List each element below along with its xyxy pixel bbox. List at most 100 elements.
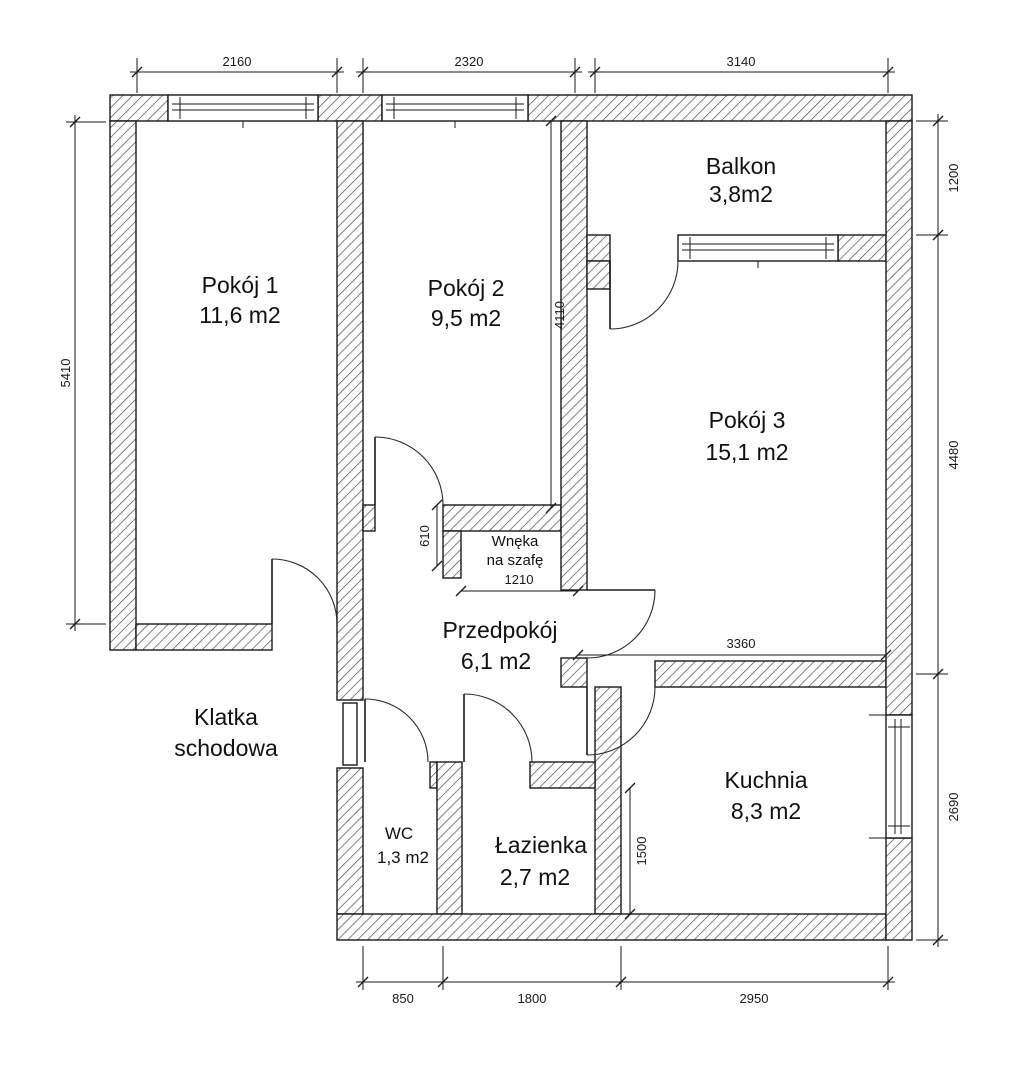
wall-segment xyxy=(109,120,137,651)
wall-segment xyxy=(336,120,364,701)
dim-tick xyxy=(880,649,892,661)
room-label-kuchnia: Kuchnia xyxy=(724,767,807,793)
dimension-wneka-width: 1210 xyxy=(455,572,584,597)
window-frame xyxy=(167,94,319,122)
dimension-label: 1800 xyxy=(518,991,547,1006)
dim-tick xyxy=(431,499,443,511)
wall-segment xyxy=(442,530,462,579)
room-label-wc: WC xyxy=(385,824,413,843)
room-label-pokoj1: Pokój 1 xyxy=(202,272,279,298)
room-area-pokoj3: 15,1 m2 xyxy=(705,439,788,465)
wall-segment xyxy=(594,686,622,915)
window-frame xyxy=(381,94,529,122)
dim-tick xyxy=(572,649,584,661)
dimension-bottom-lazienka: 1800 xyxy=(443,946,628,1006)
entry-door-leaf xyxy=(342,702,358,766)
dimension-right-balkon: 1200 xyxy=(916,114,961,242)
wall-segment xyxy=(527,94,913,122)
walls xyxy=(109,94,913,941)
window-frame xyxy=(677,234,839,262)
door-wc xyxy=(364,698,429,763)
dim-tick xyxy=(545,115,557,127)
room-label-wneka-line1: Wnęka xyxy=(492,533,539,550)
dim-tick xyxy=(589,66,601,78)
wall-segment xyxy=(560,657,588,688)
wall-segment xyxy=(560,120,588,591)
dimension-kuchnia-wall: 3360 xyxy=(572,636,892,661)
dim-tick xyxy=(431,560,443,572)
dimension-label: 1200 xyxy=(946,164,961,193)
room-label-przedpokoj: Przedpokój xyxy=(442,617,557,643)
dim-tick xyxy=(572,585,584,597)
dimension-wneka-depth: 610 xyxy=(417,499,443,572)
window-balkon xyxy=(677,234,839,268)
dimension-label: 1500 xyxy=(634,837,649,866)
dim-tick xyxy=(624,782,636,794)
room-label-klatka-line2: schodowa xyxy=(174,735,278,761)
wall-segment xyxy=(885,837,913,941)
door-balkon xyxy=(609,260,679,330)
window-frame xyxy=(885,714,913,839)
dimension-pokoj2-height: 4110 xyxy=(545,115,567,514)
dim-tick xyxy=(69,618,81,630)
room-label-lazienka: Łazienka xyxy=(495,832,587,858)
room-area-balkon: 3,8m2 xyxy=(709,181,773,207)
dim-tick xyxy=(882,976,894,988)
wall-segment xyxy=(429,761,438,789)
dimension-left-pokoj1: 5410 xyxy=(58,115,106,631)
door-pokoj3 xyxy=(586,589,656,659)
dim-tick xyxy=(331,66,343,78)
dimension-label: 610 xyxy=(417,525,432,547)
window-pokoj1 xyxy=(167,94,319,128)
room-label-pokoj2: Pokój 2 xyxy=(428,275,505,301)
wall-segment xyxy=(529,761,596,789)
wall-segment xyxy=(109,94,169,122)
room-area-pokoj1: 11,6 m2 xyxy=(199,302,280,328)
room-label-klatka-line1: Klatka xyxy=(194,704,258,730)
room-area-pokoj2: 9,5 m2 xyxy=(431,305,501,331)
dimension-bottom-kuchnia: 2950 xyxy=(621,946,895,1006)
door-entry xyxy=(342,702,358,766)
dim-tick xyxy=(932,934,944,946)
wall-segment xyxy=(442,504,562,532)
door-swing-arc xyxy=(609,260,679,330)
door-lazienka xyxy=(463,693,533,763)
dimension-label: 850 xyxy=(392,991,414,1006)
door-swing-arc xyxy=(271,558,338,625)
door-swing-arc xyxy=(586,686,656,756)
dimension-label: 1210 xyxy=(505,572,534,587)
dimension-label: 5410 xyxy=(58,359,73,388)
dimension-top-balkon: 3140 xyxy=(588,54,895,93)
wall-segment xyxy=(362,504,376,532)
wall-segment xyxy=(336,767,364,915)
door-pokoj2 xyxy=(374,436,444,506)
wall-segment xyxy=(654,660,887,688)
room-area-lazienka: 2,7 m2 xyxy=(500,864,570,890)
dim-tick xyxy=(69,116,81,128)
door-swing-arc xyxy=(463,693,533,763)
dim-tick xyxy=(357,66,369,78)
dimension-label: 3140 xyxy=(727,54,756,69)
dim-tick xyxy=(932,115,944,127)
wall-segment xyxy=(317,94,383,122)
door-swing-arc xyxy=(586,589,656,659)
dimension-right-pokoj3: 4480 xyxy=(916,235,961,681)
room-label-pokoj3: Pokój 3 xyxy=(709,407,786,433)
door-swing-arc xyxy=(374,436,444,506)
dim-tick xyxy=(455,585,467,597)
dim-tick xyxy=(357,976,369,988)
window-kuchnia xyxy=(869,714,913,839)
dimension-label: 4480 xyxy=(946,441,961,470)
wall-segment xyxy=(436,761,463,915)
room-area-kuchnia: 8,3 m2 xyxy=(731,798,801,824)
room-area-wc: 1,3 m2 xyxy=(377,848,429,867)
room-label-balkon: Balkon xyxy=(706,153,776,179)
wall-segment xyxy=(837,234,887,262)
wall-segment xyxy=(586,260,611,290)
dimension-bottom-wc: 850 xyxy=(356,946,450,1006)
dim-tick xyxy=(545,502,557,514)
dim-tick xyxy=(882,66,894,78)
wall-segment xyxy=(885,120,913,716)
dim-tick xyxy=(131,66,143,78)
